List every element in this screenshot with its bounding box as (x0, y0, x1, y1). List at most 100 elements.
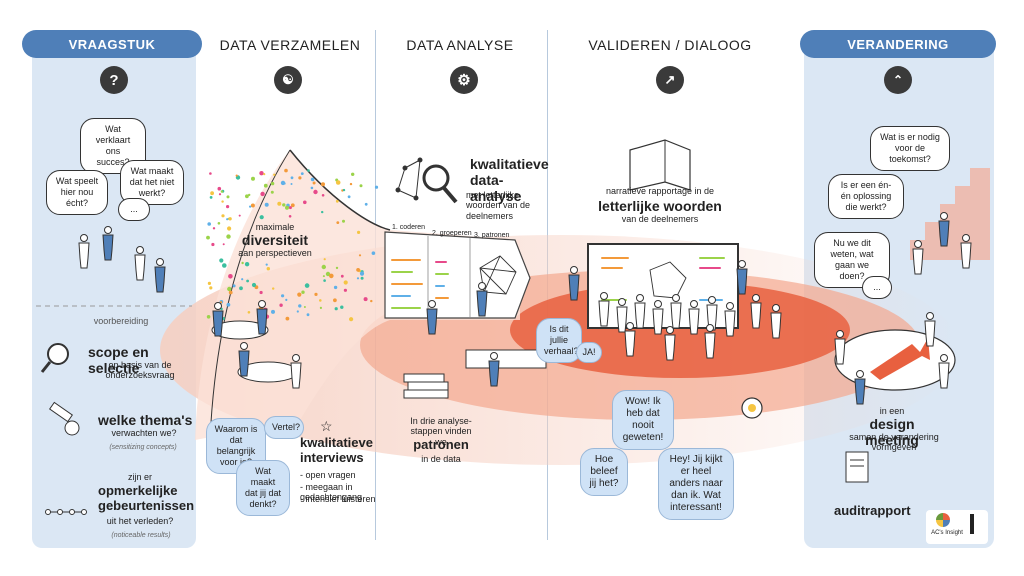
person-figure (154, 258, 166, 293)
diversity-dot (363, 297, 368, 302)
header-vraagstuk: VRAAGSTUK (22, 30, 202, 58)
themes-note: (sensitizing concepts) (109, 444, 177, 451)
diversity-dot (329, 273, 334, 279)
diversity-dot (290, 183, 293, 185)
diversity-dot (281, 294, 285, 298)
person-figure (854, 370, 866, 405)
growth-arrow (870, 338, 930, 380)
diversity-dot (310, 177, 315, 182)
person-figure (724, 302, 736, 337)
diversity-dot (271, 309, 275, 314)
diversity-dot (209, 172, 212, 175)
diversity-dot (356, 277, 360, 280)
diversity-dot (359, 184, 363, 188)
diversity-dot (277, 201, 282, 206)
diversity-dot (263, 183, 268, 188)
person-figure (102, 226, 114, 261)
analysis-arrow (384, 231, 531, 319)
diversity-dot (207, 281, 211, 285)
person-figure (426, 300, 438, 335)
person-figure (488, 352, 500, 387)
diversity-dot (217, 222, 221, 225)
section-voorbereiding: voorbereiding (93, 316, 149, 326)
diversity-dot (260, 191, 265, 197)
meeting-sub: samen de verandering vormgeven (849, 432, 939, 453)
step-groeperen: 2. groeperen (432, 230, 472, 237)
diversity-dot (312, 181, 316, 185)
diversity-dot (222, 263, 227, 268)
diversity-dot (228, 217, 232, 221)
diversity-dot (280, 180, 286, 186)
diversity-dot (264, 202, 269, 207)
diversity-dot (273, 173, 276, 176)
diversity-dot (343, 288, 347, 292)
diversity-dot (288, 215, 292, 218)
diversity-dot (285, 298, 288, 301)
report-pre: narratieve rapportage in de (605, 186, 715, 196)
diversity-dot (360, 276, 364, 280)
person-figure (652, 300, 664, 335)
analysis-desc-pre: In drie analyse-stappen vinden we (410, 416, 472, 447)
diversity-dot (300, 172, 304, 176)
question-bubble-what-really: Wat speelt hier nou écht? (46, 170, 108, 215)
diversity-dot (207, 222, 211, 226)
diversity-dot (221, 200, 224, 203)
diversity-dot (334, 307, 338, 311)
bubble-wow: Wow! Ik heb dat nooit geweten! (612, 390, 674, 450)
diversity-dot (228, 274, 233, 279)
diversity-dot (259, 215, 264, 220)
diversity-dot (239, 286, 243, 291)
vraagstuk-panel (32, 30, 196, 548)
diversity-dot (288, 206, 292, 210)
diversity-dot (351, 172, 355, 176)
bubble-ja: JA! (576, 342, 602, 363)
diversity-dot (228, 290, 233, 295)
diversity-dot (285, 205, 289, 210)
person-figure (750, 294, 762, 329)
diversity-dot (232, 284, 236, 288)
diversity-dot (358, 254, 362, 257)
interviews-item-1: - open vragen (300, 470, 356, 480)
chart-trend-icon: ↗ (656, 66, 684, 94)
diversity-dot (217, 186, 222, 191)
change-bubble-solution: Is er een én-én oplossing die werkt? (828, 174, 904, 219)
diversity-dot (333, 298, 337, 303)
diversity-dot (323, 279, 326, 282)
person-figure (938, 354, 950, 389)
stairs-illustration (910, 168, 990, 260)
diversity-dot (270, 190, 274, 194)
diversity-dot (336, 221, 340, 225)
diversity-dot (359, 271, 365, 276)
diversity-dot (333, 285, 338, 290)
diversity-dot (238, 214, 241, 217)
diversity-dot (279, 303, 283, 307)
diversity-dot (226, 302, 231, 307)
diversity-dot (241, 261, 244, 265)
person-figure (736, 260, 748, 295)
change-bubble-ellipsis: ... (862, 276, 892, 299)
diversity-dot (210, 191, 215, 196)
diversity-dot (296, 310, 299, 313)
diversity-dot (266, 267, 270, 271)
diversity-dot (247, 311, 251, 314)
diversity-dot (249, 205, 252, 208)
person-figure (476, 282, 488, 317)
diversity-dot (357, 230, 361, 234)
diversity-dot (374, 185, 379, 189)
diversity-dot (285, 316, 290, 321)
person-figure (624, 322, 636, 357)
diversity-dot (270, 181, 275, 186)
question-bubble-ellipsis: ... (118, 198, 150, 221)
diversity-dot (251, 282, 257, 288)
logo-icon (936, 513, 950, 527)
diversity-dot (343, 280, 348, 285)
diversity-dot (340, 274, 344, 278)
diversity-dot (306, 313, 310, 317)
person-figure (598, 292, 610, 327)
diversity-dot (304, 283, 310, 288)
diversity-dot (349, 182, 353, 186)
person-figure (290, 354, 302, 389)
